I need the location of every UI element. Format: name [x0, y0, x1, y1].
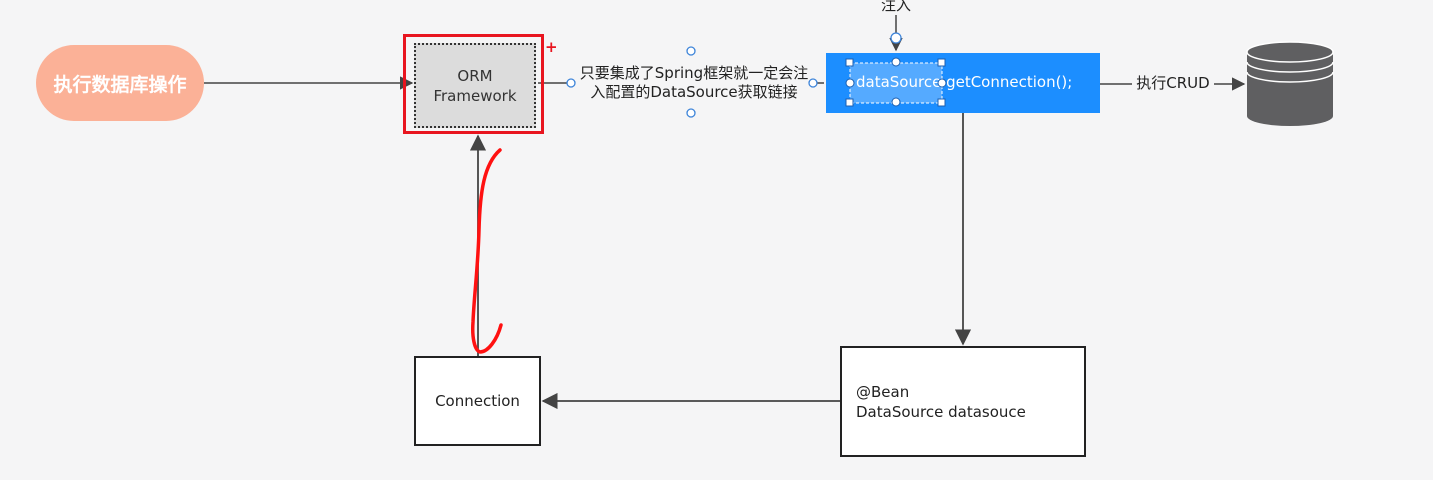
annotation-red-arrow [471, 148, 503, 354]
resize-handle[interactable] [845, 58, 854, 67]
edge-label-inject[interactable]: 注入 [872, 0, 920, 15]
connection-point[interactable] [808, 78, 818, 88]
resize-handle[interactable] [891, 57, 901, 67]
connection-node[interactable]: Connection [414, 356, 541, 446]
resize-handle[interactable] [845, 78, 855, 88]
connection-point[interactable] [566, 78, 576, 88]
start-node-label: 执行数据库操作 [53, 73, 187, 96]
orm-label-line1: ORM [457, 66, 493, 85]
connection-label: Connection [435, 392, 520, 410]
orm-framework-node[interactable]: ORM Framework [414, 43, 536, 128]
connection-point[interactable] [686, 46, 696, 56]
resize-handle[interactable] [891, 97, 901, 107]
bean-node[interactable]: @Bean DataSource datasouce [840, 346, 1086, 457]
bean-label-line1: @Bean [856, 382, 910, 401]
bean-label-line2: DataSource datasouce [856, 402, 1026, 421]
plus-icon[interactable]: + [545, 38, 558, 56]
start-node[interactable]: 执行数据库操作 [36, 45, 204, 121]
edge-label-spring-line1: 只要集成了Spring框架就一定会注 [579, 64, 809, 82]
connection-point[interactable] [890, 32, 902, 44]
resize-handle[interactable] [937, 98, 946, 107]
text-edit-box [849, 62, 943, 104]
orm-label-line2: Framework [433, 86, 517, 105]
edge-label-crud[interactable]: 执行CRUD [1132, 74, 1214, 93]
edge-label-spring[interactable]: 只要集成了Spring框架就一定会注 入配置的DataSource获取链接 [572, 64, 816, 102]
resize-handle[interactable] [937, 78, 947, 88]
resize-handle[interactable] [845, 98, 854, 107]
resize-handle[interactable] [937, 58, 946, 67]
datasource-label: dataSource.getConnection(); [856, 73, 1073, 91]
database-icon [1246, 41, 1334, 126]
orm-selection-frame [403, 34, 544, 134]
edge-label-spring-line2: 入配置的DataSource获取链接 [590, 83, 798, 101]
connection-point[interactable] [686, 108, 696, 118]
